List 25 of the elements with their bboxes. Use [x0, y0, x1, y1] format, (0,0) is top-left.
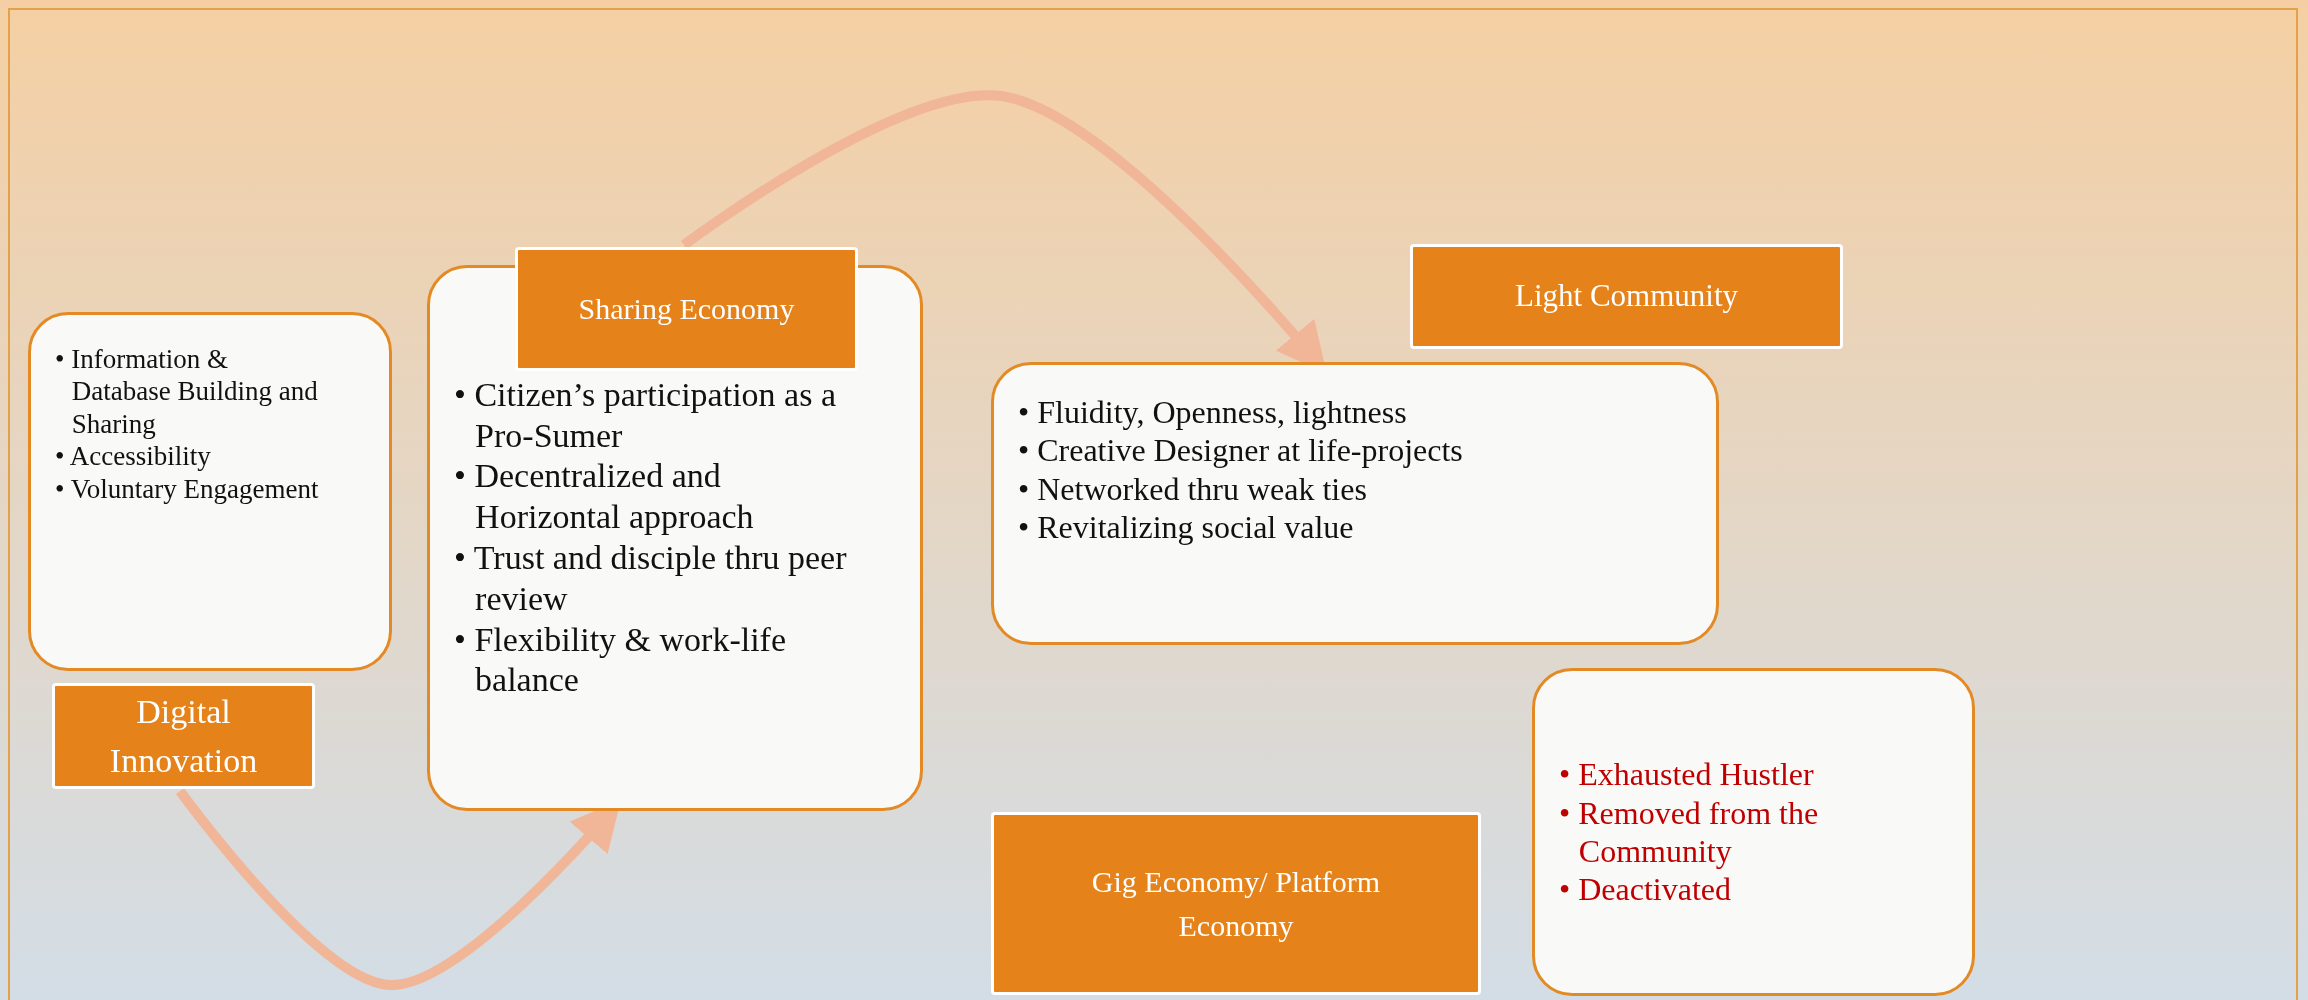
bullet-item: • Information & Database Building and Sharing: [55, 343, 319, 441]
bullet-item: • Fluidity, Openness, lightness: [1018, 393, 1408, 432]
bullet-item: • Flexibility & work-life balance: [454, 619, 788, 701]
bullet-list-box: [1532, 668, 1975, 996]
bullet-item: • Revitalizing social value: [1018, 508, 1355, 547]
bullet-item: • Exhausted Hustler: [1559, 755, 1815, 794]
bullet-item: • Removed from the Community: [1559, 793, 1820, 871]
title-box: [1410, 244, 1843, 349]
bullet-item: • Creative Designer at life-projects: [1018, 431, 1464, 470]
box-title: Sharing Economy: [577, 291, 796, 328]
bullet-item: • Voluntary Engagement: [55, 472, 319, 505]
bullet-item: • Networked thru weak ties: [1018, 469, 1368, 509]
title-box: [52, 683, 315, 789]
title-box: [515, 247, 858, 371]
box-title: Light Community: [1513, 277, 1739, 316]
bullet-list-box: [28, 312, 392, 671]
bullet-item: • Decentralized and Horizontal approach: [454, 456, 755, 538]
box-title: Gig Economy/ Platform Economy: [1090, 864, 1382, 944]
box-title: Digital Innovation: [108, 691, 259, 781]
title-box: [991, 812, 1481, 995]
bullet-item: • Accessibility: [55, 440, 212, 473]
bullet-item: • Trust and disciple thru peer review: [454, 538, 848, 619]
bullet-item: • Deactivated: [1559, 870, 1732, 909]
bullet-item: • Citizen’s participation as a Pro-Sumer: [454, 374, 838, 456]
bullet-list-box: [991, 362, 1719, 645]
